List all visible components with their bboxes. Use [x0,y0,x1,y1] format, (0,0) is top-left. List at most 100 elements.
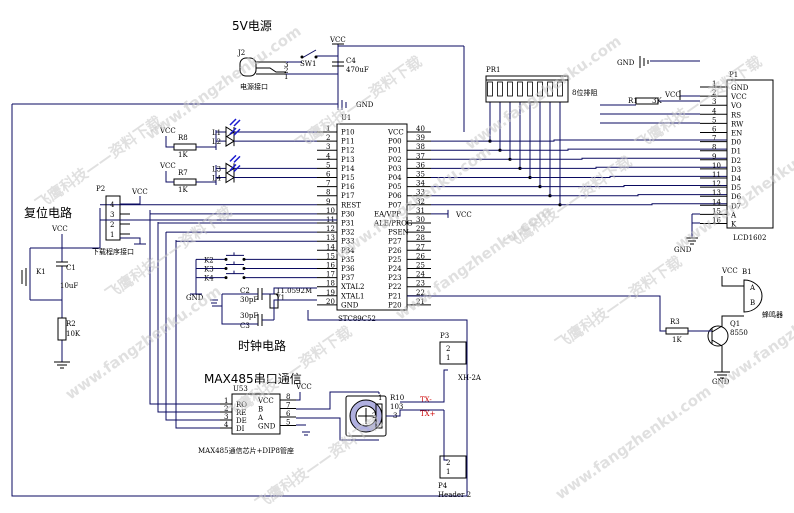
mcu-pin-number: 18 [326,280,335,288]
max485-body [231,393,281,435]
mcu-pin-name: P00 [388,138,402,146]
c1-symbol [56,261,68,267]
key-switch [214,261,317,269]
mcu-pin-name: XTAL2 [341,283,364,291]
svg-text:R8: R8 [178,134,188,142]
svg-text:1: 1 [446,354,450,362]
lcd-body [726,79,774,229]
svg-text:P1: P1 [729,71,738,79]
r2-symbol [57,317,67,341]
lcd-pin-name: VO [730,102,742,110]
reset-title: 复位电路 [24,205,72,220]
mcu-pin-number: 31 [416,207,425,215]
watermark-text: www.fangzhenku.com [62,282,225,403]
clock-title: 时钟电路 [238,338,286,353]
p2-pin-number: 2 [110,221,114,229]
mcu-pin-number: 30 [416,216,425,224]
svg-text:470uF: 470uF [346,66,369,74]
max485-pin-name: A [257,414,264,422]
mcu-pin-name: P16 [341,183,355,191]
svg-text:2: 2 [446,459,450,467]
lcd-pin-name: D5 [731,184,741,192]
key-switch [214,270,317,279]
mcu-pin-number: 23 [416,280,425,288]
pr1-resistor [497,81,503,97]
lcd-pin-name: D1 [731,148,741,156]
pr1-resistor [517,81,523,97]
lcd-pin-number: 13 [712,189,721,197]
mcu-pin-name: VCC [387,129,404,137]
svg-text:VCC: VCC [295,383,312,391]
mcu-pin-number: 2 [326,134,330,142]
sw1-label: SW1 [300,60,316,68]
lcd-pin-number: 6 [712,126,717,134]
max485-pin-name: VCC [257,397,274,405]
led-label: L4 [212,175,222,183]
mcu-pin-number: 14 [326,243,335,251]
lcd-pin-number: 1 [712,80,716,88]
lcd-pin-number: 11 [712,171,721,179]
svg-text:11.0592M: 11.0592M [276,287,312,295]
svg-text:1: 1 [284,73,288,81]
svg-text:C4: C4 [346,57,356,65]
mcu-pin-number: 29 [416,225,425,233]
svg-text:R3: R3 [670,318,680,326]
power-jack-symbol [239,57,257,77]
mcu-pin-name: P02 [388,156,402,164]
mcu-pin-name: P04 [388,174,402,182]
mcu-pin-name: P34 [341,247,355,255]
max485-pin-name: RE [236,409,246,417]
svg-text:2: 2 [372,412,376,420]
mcu-pin-number: 16 [326,262,335,270]
led-symbol [225,126,235,138]
mcu-pin-name: P33 [341,238,355,246]
key-label: K4 [204,275,214,283]
led-symbol [225,135,235,148]
mcu-pin-name: P17 [341,192,355,200]
gnd-rail [12,100,347,110]
mcu-pin-name: P26 [388,247,402,255]
svg-text:R7: R7 [178,169,188,177]
lcd-pin-number: 7 [712,135,716,143]
rs485-title: MAX485串口通信 [204,372,302,386]
lcd-pin-number: 10 [712,162,721,170]
mcu-pin-number: 28 [416,234,425,242]
q1-symbol [707,325,729,347]
svg-text:U53: U53 [233,385,248,393]
max485-pin-name: GND [258,423,276,431]
svg-text:1K: 1K [178,186,188,194]
svg-text:8550: 8550 [730,329,748,337]
mcu-pin-number: 37 [416,152,425,160]
mcu-pin-name: P20 [388,301,402,309]
lcd-pin-name: A [730,211,737,219]
p2-pin-number: 3 [110,211,114,219]
mcu-pin-name: ALE/PROG [373,220,413,228]
max485-pin-name: B [258,406,263,414]
max485-pin-name: RO [236,401,247,409]
svg-text:GND: GND [356,101,374,109]
mcu-pin-name: P12 [341,147,355,155]
svg-text:6: 6 [286,410,291,418]
mcu-pin-name: P01 [388,147,402,155]
mcu-pin-number: 10 [326,207,335,215]
mcu-pin-number: 36 [416,161,425,169]
mcu-pin-number: 39 [416,134,425,142]
led-symbol [225,162,235,175]
lcd-pin-number: 9 [712,153,716,161]
lcd-pin-name: VCC [730,93,747,101]
mcu-ref: U1 [341,114,351,122]
svg-text:R1: R1 [628,97,638,105]
svg-text:Y1: Y1 [275,294,285,302]
svg-text:VCC: VCC [159,162,176,170]
svg-text:TX-: TX- [420,396,432,404]
r8-symbol [173,143,197,151]
mcu-pin-number: 9 [326,198,330,206]
pr1-body [485,75,569,103]
svg-text:GND: GND [674,246,692,254]
